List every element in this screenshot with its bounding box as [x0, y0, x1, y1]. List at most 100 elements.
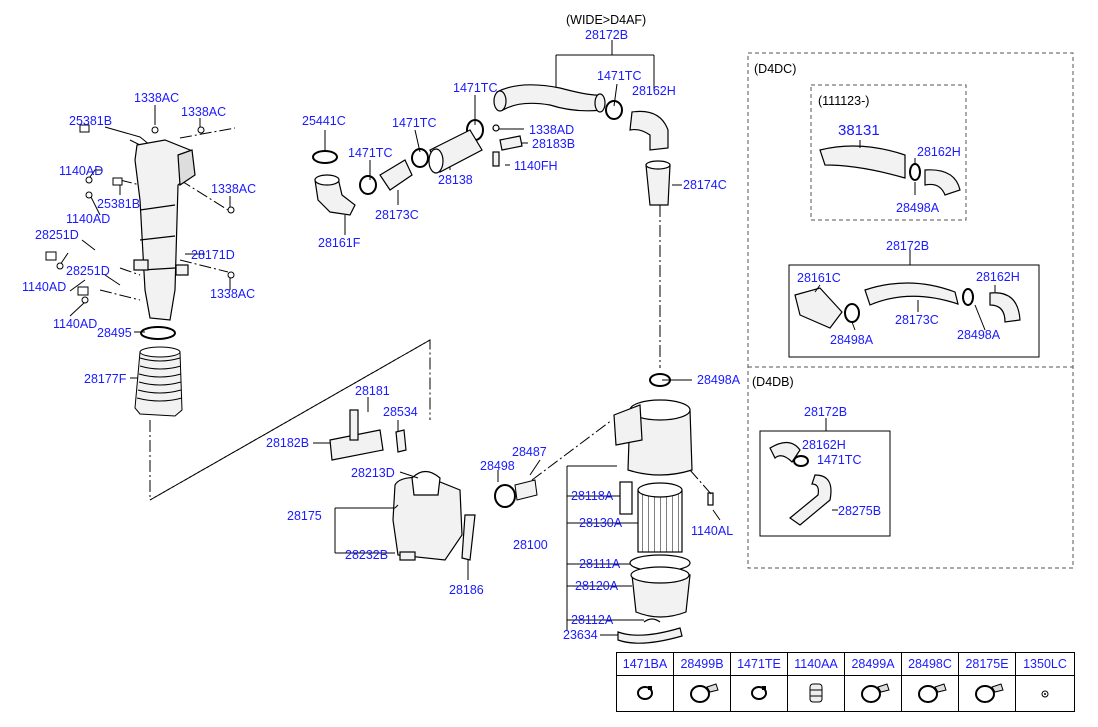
part-label-28251d[interactable]: 28251D	[66, 264, 110, 278]
part-label-28177f[interactable]: 28177F	[84, 372, 127, 386]
part-label-28174c[interactable]: 28174C	[683, 178, 727, 192]
variant-label-d4db: (D4DB)	[752, 375, 794, 389]
part-label-28118a[interactable]: 28118A	[571, 489, 614, 503]
hose-28275b	[789, 474, 832, 526]
part-label-28181[interactable]: 28181	[355, 384, 390, 398]
part-label-28162h[interactable]: 28162H	[802, 438, 846, 452]
part-label-28171d[interactable]: 28171D	[191, 248, 235, 262]
part-label-28173c[interactable]: 28173C	[895, 313, 939, 327]
part-label-28251d[interactable]: 28251D	[35, 228, 79, 242]
pipe-28174c	[645, 164, 671, 206]
part-label-28498a[interactable]: 28498A	[830, 333, 874, 347]
box-28172b-d4db	[759, 430, 891, 537]
part-label-28183b[interactable]: 28183B	[532, 137, 576, 151]
hose-clamp-icon	[975, 683, 1004, 703]
part-label-28173c[interactable]: 28173C	[375, 208, 419, 222]
part-label-28275b[interactable]: 28275B	[838, 504, 882, 518]
part-label-1338ac[interactable]: 1338AC	[211, 182, 257, 196]
hose-clamp-icon	[690, 683, 719, 703]
part-label-1338ac[interactable]: 1338AC	[181, 105, 227, 119]
part-label-1140ad[interactable]: 1140AD	[66, 212, 111, 226]
part-label-28487[interactable]: 28487	[512, 445, 547, 459]
parts-table-code[interactable]: 1471TE	[731, 653, 787, 676]
parts-table-code[interactable]: 1471BA	[617, 653, 673, 676]
variant-frame-d4dc-d4db	[747, 52, 1074, 569]
part-label-1471tc[interactable]: 1471TC	[817, 453, 862, 467]
parts-table-cell[interactable]: 28499A	[845, 653, 902, 711]
part-label-23634[interactable]: 23634	[563, 628, 598, 642]
part-label-1471tc[interactable]: 1471TC	[597, 69, 642, 83]
variant-label-111123: (111123-)	[818, 94, 870, 108]
part-label-28161f[interactable]: 28161F	[318, 236, 361, 250]
clamp-icon	[637, 686, 653, 700]
part-label-1140fh[interactable]: 1140FH	[514, 159, 558, 173]
parts-table-code[interactable]: 28499A	[845, 653, 901, 676]
part-label-1338ad[interactable]: 1338AD	[529, 123, 575, 137]
elbow-28162h	[629, 110, 669, 151]
part-label-28138[interactable]: 28138	[438, 173, 473, 187]
part-label-28232b[interactable]: 28232B	[345, 548, 389, 562]
part-label-25381b[interactable]: 25381B	[97, 197, 141, 211]
part-label-28112a[interactable]: 28112A	[571, 613, 614, 627]
parts-table: 1471BA 28499B 1471TE 1140AA 28499A 28498…	[616, 652, 1075, 712]
part-label-28498a[interactable]: 28498A	[896, 201, 940, 215]
part-label-28182b[interactable]: 28182B	[266, 436, 310, 450]
hose-28172b	[496, 84, 603, 112]
hose-38131	[819, 145, 906, 179]
part-label-1140ad[interactable]: 1140AD	[53, 317, 98, 331]
part-label-1338ac[interactable]: 1338AC	[134, 91, 180, 105]
part-label-28172b[interactable]: 28172B	[585, 28, 629, 42]
part-label-25381b[interactable]: 25381B	[69, 114, 113, 128]
parts-table-cell[interactable]: 28175E	[959, 653, 1016, 711]
part-label-28186[interactable]: 28186	[449, 583, 484, 597]
hose-clamp-icon	[861, 683, 890, 703]
part-label-28120a[interactable]: 28120A	[575, 579, 619, 593]
part-label-28162h[interactable]: 28162H	[917, 145, 961, 159]
part-label-28498a[interactable]: 28498A	[697, 373, 741, 387]
parts-table-code[interactable]: 28175E	[959, 653, 1015, 676]
parts-table-cell[interactable]: 1350LC	[1016, 653, 1074, 711]
part-label-25441c[interactable]: 25441C	[302, 114, 346, 128]
part-label-28498[interactable]: 28498	[480, 459, 515, 473]
part-label-28172b[interactable]: 28172B	[886, 239, 930, 253]
part-label-28111a[interactable]: 28111A	[579, 557, 621, 571]
parts-table-cell[interactable]: 28499B	[674, 653, 731, 711]
hose-clamp-icon	[918, 683, 947, 703]
part-label-28213d[interactable]: 28213D	[351, 466, 395, 480]
bushing-icon	[809, 683, 823, 703]
part-label-28130a[interactable]: 28130A	[579, 516, 623, 530]
parts-table-code[interactable]: 1350LC	[1016, 653, 1074, 676]
parts-table-cell[interactable]: 1471TE	[731, 653, 788, 711]
part-label-1140ad[interactable]: 1140AD	[59, 164, 104, 178]
parts-table-code[interactable]: 28499B	[674, 653, 730, 676]
part-label-28161c[interactable]: 28161C	[797, 271, 841, 285]
part-label-28100[interactable]: 28100	[513, 538, 548, 552]
part-label-28162h[interactable]: 28162H	[632, 84, 676, 98]
part-label-28495[interactable]: 28495	[97, 326, 132, 340]
ring-28495	[140, 326, 176, 340]
part-label-1471tc[interactable]: 1471TC	[392, 116, 437, 130]
part-label-1140ad[interactable]: 1140AD	[22, 280, 67, 294]
air-intake-duct-28171d	[133, 139, 196, 321]
part-label-28162h[interactable]: 28162H	[976, 270, 1020, 284]
air-cleaner-28100	[613, 373, 714, 644]
part-label-28498a[interactable]: 28498A	[957, 328, 1001, 342]
bellows-28177f	[134, 346, 183, 417]
parts-table-code[interactable]: 28498C	[902, 653, 958, 676]
parts-table-code[interactable]: 1140AA	[788, 653, 844, 676]
parts-table-cell[interactable]: 1471BA	[617, 653, 674, 711]
part-label-28534[interactable]: 28534	[383, 405, 418, 419]
parts-table-cell[interactable]: 28498C	[902, 653, 959, 711]
part-label-38131[interactable]: 38131	[838, 122, 880, 139]
part-label-1471tc[interactable]: 1471TC	[453, 81, 498, 95]
part-label-28175[interactable]: 28175	[287, 509, 322, 523]
part-label-28172b[interactable]: 28172B	[804, 405, 848, 419]
parts-table-cell[interactable]: 1140AA	[788, 653, 845, 711]
part-label-1471tc[interactable]: 1471TC	[348, 146, 393, 160]
part-label-1140al[interactable]: 1140AL	[691, 524, 734, 538]
elbow-28162h-d4db	[769, 441, 801, 463]
box-28172b-d4dc	[788, 264, 1040, 358]
part-label-1338ac[interactable]: 1338AC	[210, 287, 256, 301]
hose-28173c	[379, 159, 413, 191]
